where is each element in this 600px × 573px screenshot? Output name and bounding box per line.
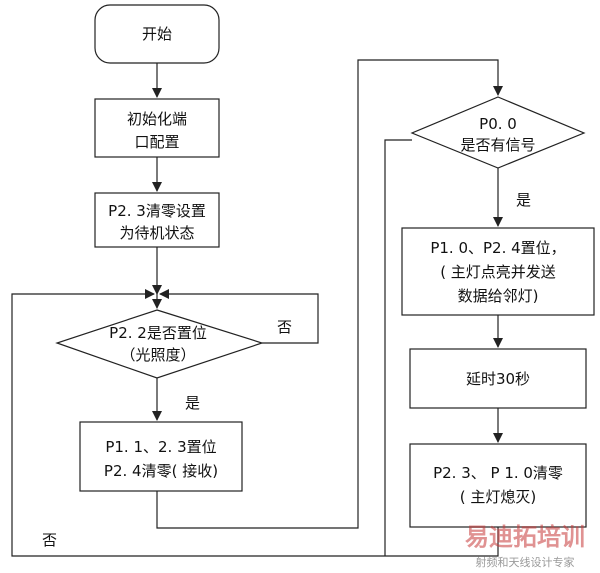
connectors xyxy=(11,59,503,557)
delay-label: 延时30秒 xyxy=(466,370,530,388)
edge-label-yes-signal: 是 xyxy=(516,191,531,209)
decision-signal-line1: P0. 0 xyxy=(479,115,517,133)
watermark: 易迪拓培训 射频和天线设计专家 xyxy=(465,523,585,569)
set-send-line3: 数据给邻灯) xyxy=(458,287,539,305)
edge-label-no-signal: 否 xyxy=(42,531,57,549)
node-delay: 延时30秒 xyxy=(409,348,587,409)
init-label-line1: 初始化端 xyxy=(127,110,187,128)
decision-light-line1: P2. 2是否置位 xyxy=(109,324,207,342)
decision-light-diamond xyxy=(55,309,264,379)
set-send-box xyxy=(401,227,595,316)
node-clear-off: P2. 3、 P 1. 0清零 ( 主灯熄灭) xyxy=(409,443,587,528)
init-label-line2: 口配置 xyxy=(134,133,179,151)
node-decision-light: P2. 2是否置位 （光照度） xyxy=(55,309,264,379)
edge-label-no-light: 否 xyxy=(277,318,292,336)
start-label: 开始 xyxy=(142,25,172,43)
set-receive-line1: P1. 1、2. 3置位 xyxy=(105,438,216,456)
decision-signal-diamond xyxy=(410,96,586,169)
set-send-line2: ( 主灯点亮并发送 xyxy=(440,263,556,281)
watermark-tagline: 射频和天线设计专家 xyxy=(476,555,575,569)
node-clear-standby: P2. 3清零设置 为待机状态 xyxy=(94,192,220,248)
node-init: 初始化端 口配置 xyxy=(94,98,220,158)
decision-signal-line2: 是否有信号 xyxy=(460,136,535,154)
clear-off-box xyxy=(409,443,587,528)
init-process-box xyxy=(94,98,220,158)
node-decision-signal: P0. 0 是否有信号 xyxy=(410,96,586,169)
clear-standby-line1: P2. 3清零设置 xyxy=(108,202,206,220)
set-send-line1: P1. 0、P2. 4置位， xyxy=(430,239,565,257)
edge-receive-to-signal xyxy=(156,59,503,529)
edge-decision-no-loop xyxy=(159,289,319,344)
clear-off-line2: ( 主灯熄灭) xyxy=(460,488,536,506)
clear-standby-line2: 为待机状态 xyxy=(119,224,194,242)
clear-standby-box xyxy=(94,192,220,248)
set-receive-box xyxy=(79,421,243,492)
set-receive-line2: P2. 4清零( 接收) xyxy=(104,462,218,480)
node-set-send: P1. 0、P2. 4置位， ( 主灯点亮并发送 数据给邻灯) xyxy=(401,227,595,316)
edge-label-yes-light: 是 xyxy=(185,394,200,412)
clear-off-line1: P2. 3、 P 1. 0清零 xyxy=(433,464,563,482)
node-start: 开始 xyxy=(94,4,220,64)
delay-box xyxy=(409,348,587,409)
decision-light-line2: （光照度） xyxy=(120,346,195,364)
edge-signal-no xyxy=(384,139,412,556)
watermark-brand: 易迪拓培训 xyxy=(465,523,585,551)
start-terminal xyxy=(94,4,220,64)
node-set-receive: P1. 1、2. 3置位 P2. 4清零( 接收) xyxy=(79,421,243,492)
edge-clear-loop-back xyxy=(11,289,499,557)
